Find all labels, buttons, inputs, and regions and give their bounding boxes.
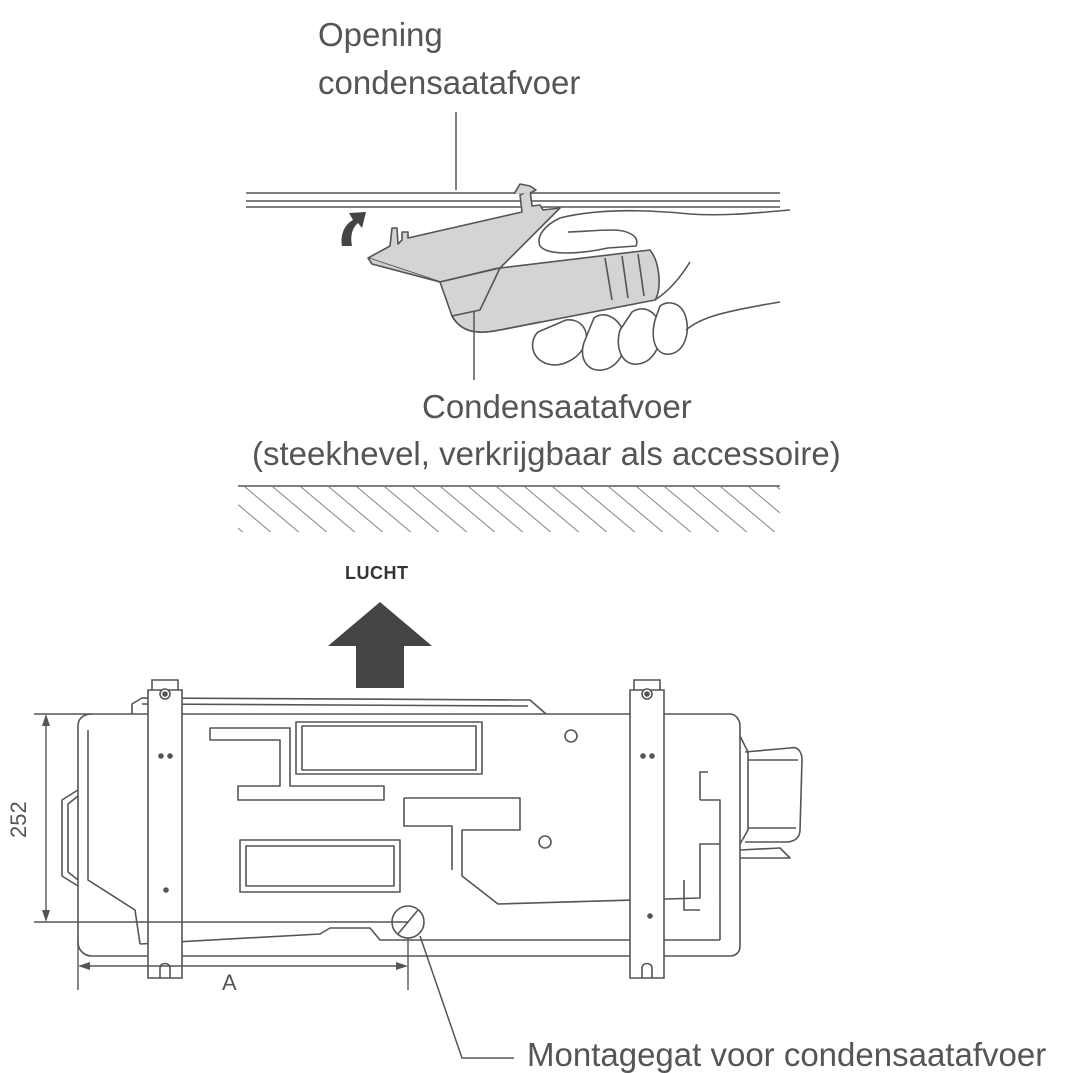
- ceiling-panel: [246, 192, 780, 208]
- dimension-lines: [34, 713, 409, 990]
- air-flow-arrow: [328, 602, 432, 688]
- width-dimension-label: A: [222, 970, 237, 995]
- mount-hole-label: Montagegat voor condensaatafvoer: [527, 1036, 1047, 1073]
- mounting-bracket-left: [147, 679, 183, 979]
- mount-hole-leader: [419, 935, 514, 1059]
- opening-label-line1: Opening: [318, 16, 443, 53]
- drain-label-line2: (steekhevel, verkrijgbaar als accessoire…: [252, 435, 841, 472]
- floor-hatch: [238, 485, 780, 532]
- indoor-unit-body: [61, 697, 803, 957]
- insert-direction-arrow: [341, 212, 366, 246]
- opening-label-line2: condensaatafvoer: [318, 64, 581, 101]
- air-label: LUCHT: [345, 563, 409, 583]
- hand-illustration: [439, 209, 791, 371]
- mounting-bracket-right: [629, 679, 665, 979]
- drain-label-line1: Condensaatafvoer: [422, 388, 692, 425]
- height-dimension-label: 252: [6, 801, 31, 838]
